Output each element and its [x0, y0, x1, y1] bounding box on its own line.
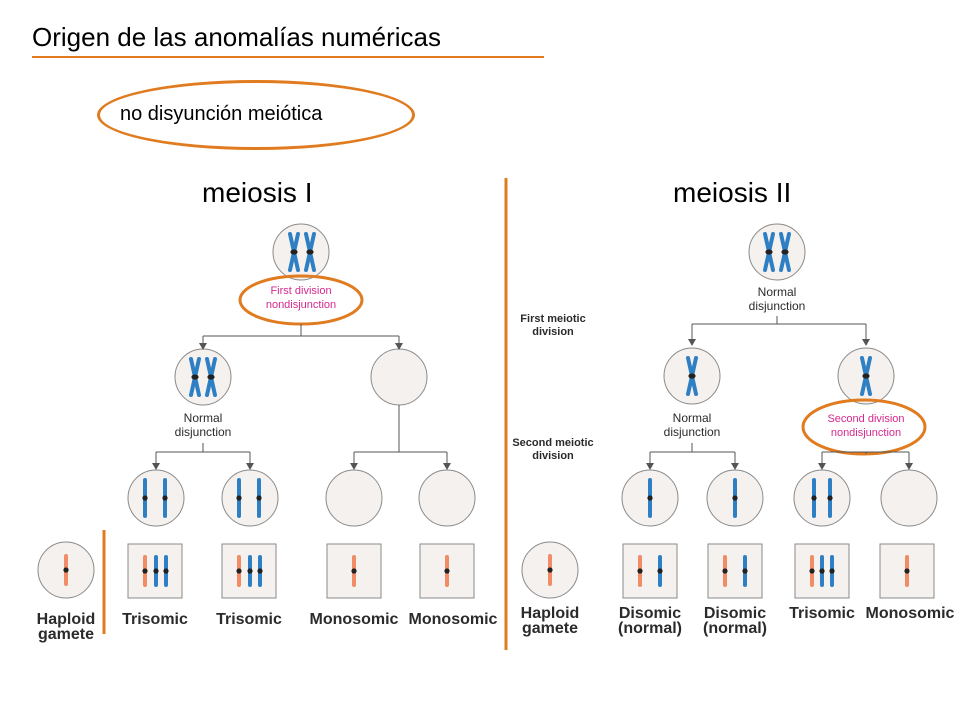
arrow-head — [152, 463, 160, 470]
caption-normal-disjunction-left: disjunction — [175, 425, 232, 439]
centromere — [732, 495, 738, 501]
highlight-oval-second-division — [801, 398, 927, 456]
arrow-head — [731, 463, 739, 470]
title-underline — [32, 56, 544, 58]
gamete-label-left: Trisomic — [122, 611, 188, 628]
caption-first-division-nondisjunction: nondisjunction — [266, 299, 336, 311]
centromere — [63, 567, 69, 573]
centromere — [162, 495, 168, 501]
arrow-head — [246, 463, 254, 470]
centromere — [647, 495, 653, 501]
cell-layer — [37, 223, 938, 599]
caption-normal-disjunction-mid: Normal — [673, 411, 712, 425]
label-layer: First divisionnondisjunctionNormaldisjun… — [37, 285, 955, 643]
gamete-label-right: Monosomic — [866, 605, 955, 622]
arrow-head — [395, 343, 403, 350]
parent-cell-left — [272, 223, 330, 281]
centromere — [257, 568, 263, 574]
centromere — [351, 568, 357, 574]
centromere — [829, 568, 835, 574]
subtitle-highlight-oval — [97, 80, 415, 150]
centromere — [819, 568, 825, 574]
label-second-meiotic-division: Second meiotic — [512, 437, 593, 449]
centromere — [809, 568, 815, 574]
centromere — [207, 374, 215, 380]
arrow-head — [905, 463, 913, 470]
centromere — [142, 495, 148, 501]
caption-normal-disjunction-top: Normal — [758, 285, 797, 299]
arrow-head — [350, 463, 358, 470]
centromere — [191, 374, 199, 380]
caption-normal-disjunction-top: disjunction — [749, 299, 806, 313]
centromere — [306, 249, 314, 255]
caption-first-division-nondisjunction: First division — [270, 285, 331, 297]
cell-empty — [418, 469, 476, 527]
gamete-label-right: (normal) — [703, 620, 767, 637]
subtitle: no disyunción meiótica — [120, 103, 323, 125]
arrow-head — [646, 463, 654, 470]
cell-empty-left — [370, 348, 428, 406]
connector-layer — [102, 178, 927, 650]
arrow-head — [818, 463, 826, 470]
centromere — [247, 568, 253, 574]
centromere — [163, 568, 169, 574]
heading-meiosis-2: meiosis II — [673, 177, 792, 208]
gamete-label-right: Haploid — [521, 605, 580, 622]
gamete-label-right: (normal) — [618, 620, 682, 637]
cell-after-meiosis-2 — [127, 469, 185, 527]
gamete-label-left: gamete — [38, 626, 94, 643]
centromere — [444, 568, 450, 574]
caption-second-division-nondisjunction: nondisjunction — [831, 427, 901, 439]
centromere — [722, 568, 728, 574]
centromere — [637, 568, 643, 574]
label-second-meiotic-division: division — [532, 450, 574, 462]
parent-cell-right — [748, 223, 806, 281]
cell-after-meiosis-2 — [221, 469, 279, 527]
gamete-label-right: gamete — [522, 620, 578, 637]
cell-empty — [325, 469, 383, 527]
cell-empty — [880, 469, 938, 527]
cell-2n-left — [174, 348, 232, 406]
arrow-head — [199, 343, 207, 350]
centromere — [236, 495, 242, 501]
centromere — [657, 568, 663, 574]
caption-normal-disjunction-mid: disjunction — [664, 425, 721, 439]
cell-right-3 — [793, 469, 851, 527]
label-first-meiotic-division: division — [532, 326, 574, 338]
centromere — [904, 568, 910, 574]
centromere — [781, 249, 789, 255]
gamete-label-left: Monosomic — [409, 611, 498, 628]
gamete-label-left: Monosomic — [310, 611, 399, 628]
centromere — [142, 568, 148, 574]
label-first-meiotic-division: First meiotic — [520, 313, 585, 325]
centromere — [765, 249, 773, 255]
gamete-label-right: Trisomic — [789, 605, 855, 622]
centromere — [742, 568, 748, 574]
arrow-head — [862, 339, 870, 346]
gamete-disomic-2 — [707, 543, 763, 599]
heading-meiosis-1: meiosis I — [202, 177, 313, 208]
gamete-label-right: Disomic — [704, 605, 766, 622]
arrow-head — [443, 463, 451, 470]
caption-normal-disjunction-left: Normal — [184, 411, 223, 425]
centromere — [547, 567, 553, 573]
centromere — [827, 495, 833, 501]
centromere — [862, 373, 870, 379]
arrow-head — [688, 339, 696, 346]
centromere — [153, 568, 159, 574]
centromere — [688, 373, 696, 379]
centromere — [256, 495, 262, 501]
gamete-disomic-1 — [622, 543, 678, 599]
page-title: Origen de las anomalías numéricas — [32, 22, 441, 52]
caption-second-division-nondisjunction: Second division — [827, 413, 904, 425]
gamete-label-right: Disomic — [619, 605, 681, 622]
centromere — [290, 249, 298, 255]
gamete-label-left: Haploid — [37, 611, 96, 628]
centromere — [811, 495, 817, 501]
gamete-label-left: Trisomic — [216, 611, 282, 628]
centromere — [236, 568, 242, 574]
